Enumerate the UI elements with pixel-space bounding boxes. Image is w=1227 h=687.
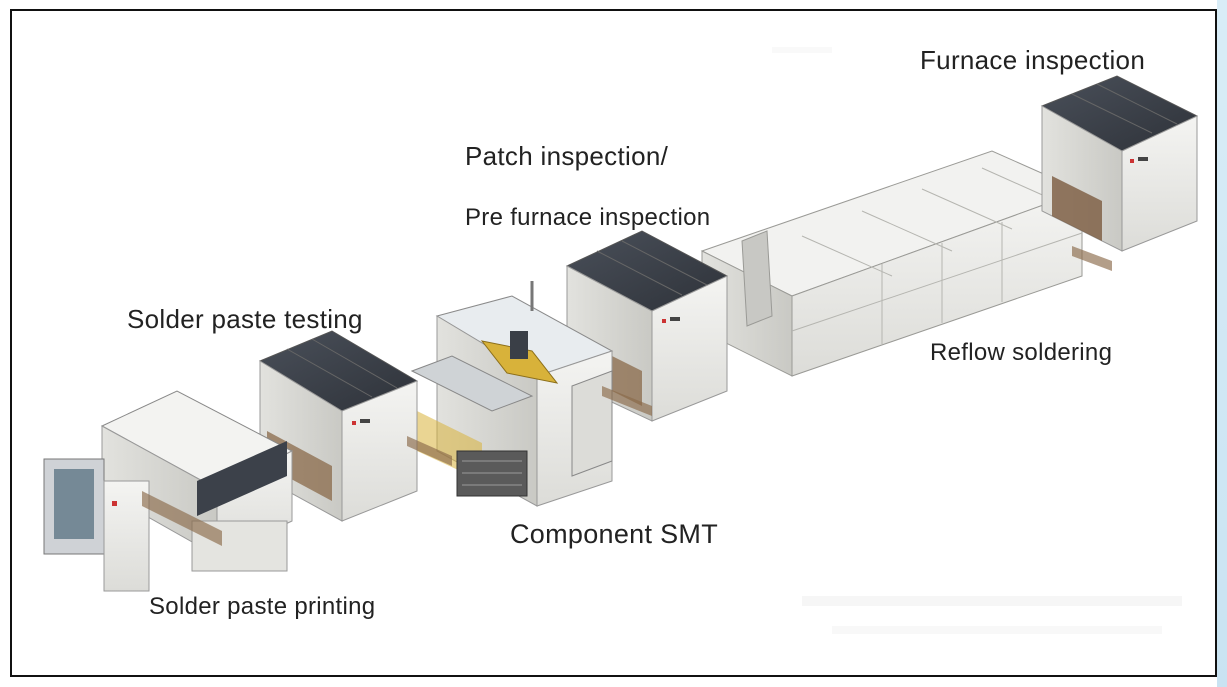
label-solder-paste-printing: Solder paste printing <box>149 593 376 620</box>
label-pre-furnace-inspection: Pre furnace inspection <box>465 204 711 231</box>
conveyors <box>142 246 1112 546</box>
smt-line-illustration <box>43 47 1199 634</box>
right-edge-strip <box>1217 0 1227 687</box>
label-furnace-inspection: Furnace inspection <box>920 45 1146 75</box>
diagram-frame: Furnace inspection Patch inspection/ Pre… <box>10 9 1217 677</box>
solder-paste-printing-machine <box>43 390 294 592</box>
background-noise <box>772 47 1182 634</box>
label-component-smt: Component SMT <box>510 519 718 549</box>
loader-rack <box>43 458 150 592</box>
component-smt-machine <box>410 281 614 507</box>
label-reflow-soldering: Reflow soldering <box>930 339 1113 366</box>
label-solder-paste-testing: Solder paste testing <box>127 304 363 334</box>
label-patch-inspection: Patch inspection/ <box>465 141 669 171</box>
furnace-inspection-machine <box>1040 75 1199 252</box>
